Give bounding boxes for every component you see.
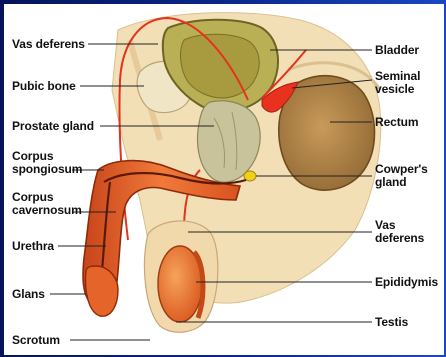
label-urethra: Urethra: [12, 240, 54, 253]
label-epididymis: Epididymis: [375, 276, 438, 289]
label-glans: Glans: [12, 288, 45, 301]
label-rectum: Rectum: [375, 116, 418, 129]
label-corpus-spongiosum: Corpus spongiosum: [12, 150, 82, 176]
label-seminal-vesicle: Seminal vesicle: [375, 70, 420, 96]
label-testis: Testis: [375, 316, 408, 329]
label-prostate-gland: Prostate gland: [12, 120, 94, 133]
label-corpus-cavernosum: Corpus cavernosum: [12, 191, 82, 217]
label-vas-deferens-right: Vas deferens: [375, 219, 424, 245]
label-scrotum: Scrotum: [12, 334, 60, 347]
label-pubic-bone: Pubic bone: [12, 80, 76, 93]
label-cowpers-gland: Cowper's gland: [375, 163, 428, 189]
label-bladder: Bladder: [375, 44, 419, 57]
leader-seminal-vesicle: [292, 80, 372, 88]
label-vas-deferens-left: Vas deferens: [12, 38, 85, 51]
